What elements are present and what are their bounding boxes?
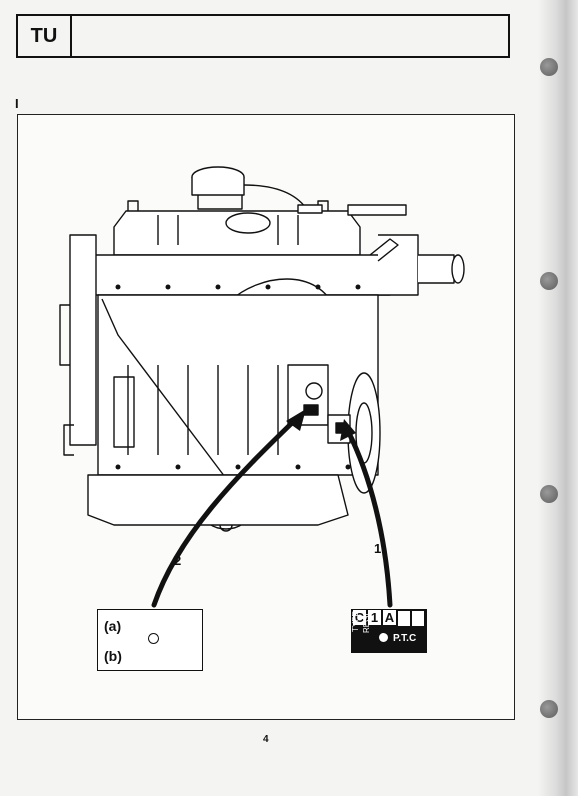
binder-hole: [540, 58, 558, 76]
arrow-2: [151, 418, 297, 608]
plate-one: 1: [368, 610, 381, 625]
label-a: (a): [104, 618, 122, 634]
engine-id-plate: C 1 A TYPE REGL P.T.C: [351, 609, 427, 653]
page-number: 4: [263, 734, 269, 745]
arrow-1: [345, 428, 393, 608]
binder-hole: [540, 272, 558, 290]
callout-label-2: 2: [174, 553, 182, 568]
plate-blank-cell: [398, 611, 410, 626]
plate-a: A: [383, 610, 396, 625]
identification-label-box: (a) (b): [97, 609, 203, 671]
binder-hole: [540, 700, 558, 718]
engine-illustration: [59, 166, 465, 608]
binder-edge: [538, 0, 578, 796]
plate-type-label: TYPE: [351, 611, 360, 632]
illustration-frame: 2 1 (a) (b) C 1 A TYPE REGL P.T.C: [17, 114, 515, 720]
page-header: TU: [16, 14, 510, 58]
callout-label-1: 1: [374, 541, 382, 556]
dot-icon: [379, 633, 388, 642]
plate-blank-cell: [412, 611, 424, 626]
circle-icon: [148, 633, 159, 644]
plate-ptc-label: P.T.C: [393, 633, 417, 644]
plate-c: C: [353, 610, 366, 625]
section-marker: I: [15, 96, 19, 111]
label-b: (b): [104, 648, 122, 664]
plate-regl-label: REGL: [362, 611, 371, 633]
binder-hole: [540, 485, 558, 503]
engine-code: TU: [18, 16, 72, 56]
